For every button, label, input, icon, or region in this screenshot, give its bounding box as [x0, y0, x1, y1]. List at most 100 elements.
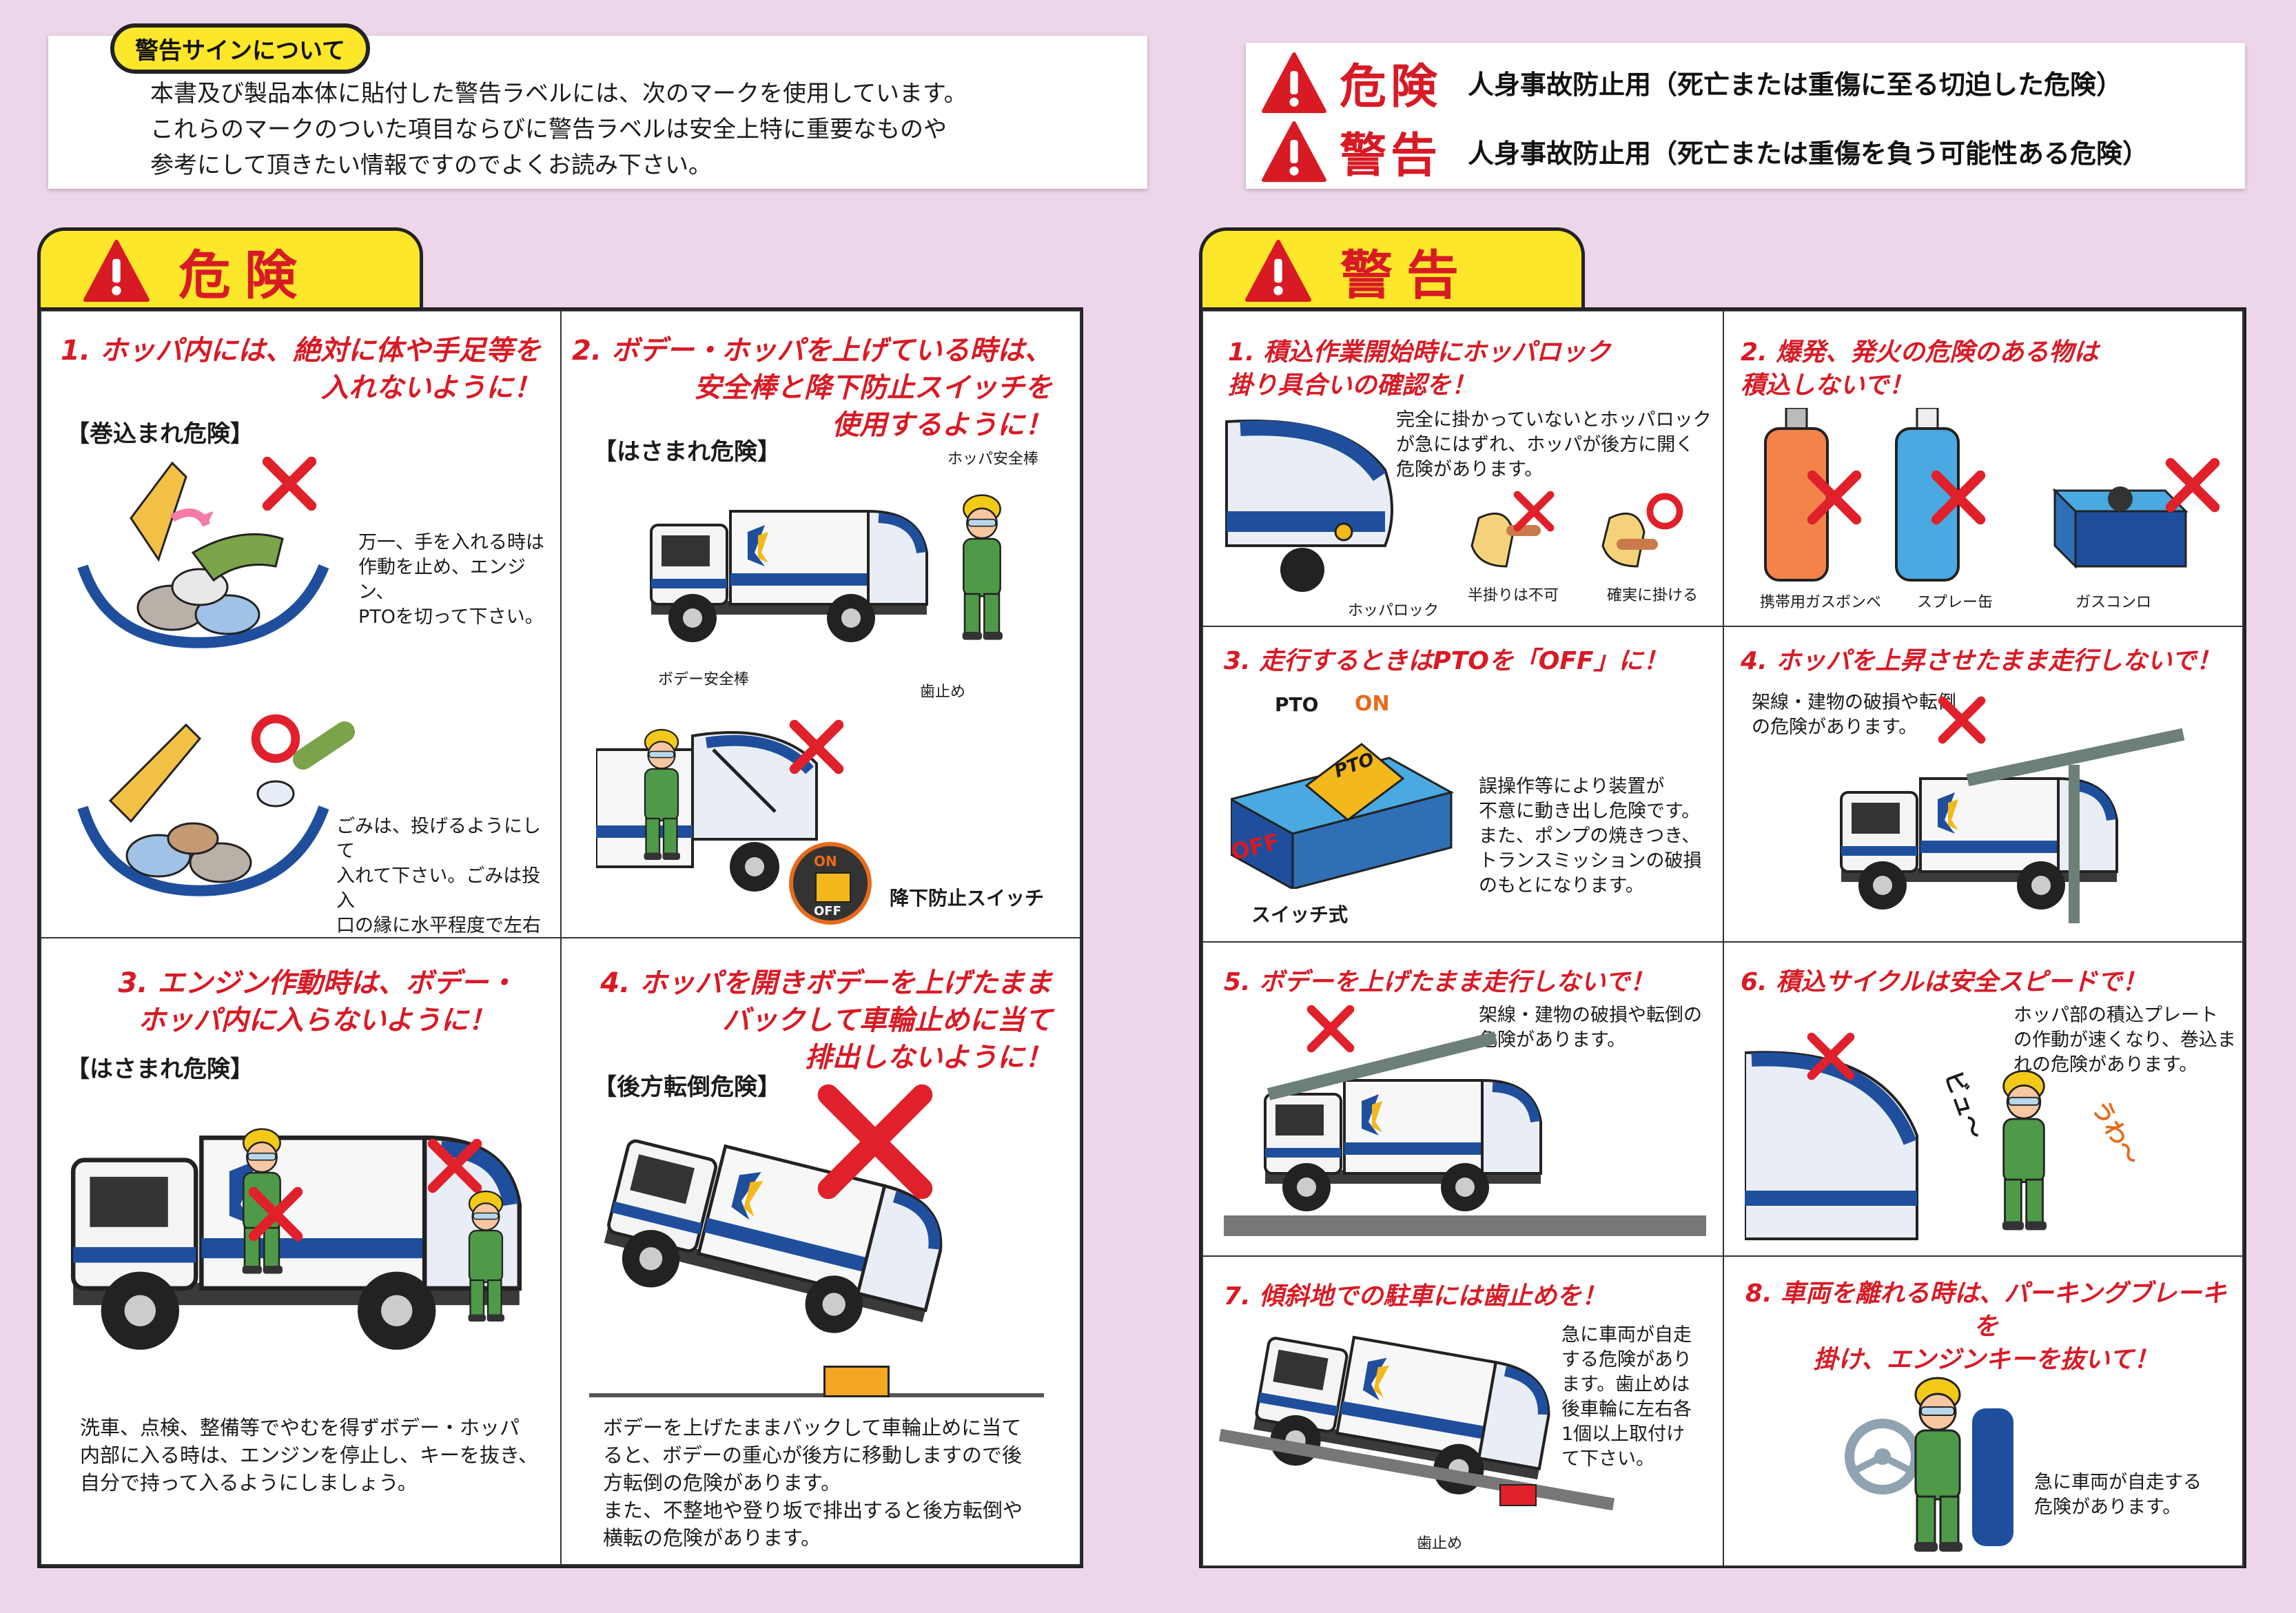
danger-item-4-text: ボデーを上げたままバックして車輪止めに当て ると、ボデーの重心が後方に移動します… — [603, 1416, 1023, 1550]
warning-item-2: 2. 爆発、発火の危険のある物は 積込しないで！ 携帯用ガスボンベ スプレー缶 … — [1723, 310, 2244, 627]
warning-item-3-text: 誤操作等により装置が 不意に動き出し危険です。 また、ポンプの焼きつき、 トラン… — [1479, 776, 1702, 896]
gas-stove-icon — [2052, 486, 2189, 569]
red-x-icon — [1938, 696, 1986, 744]
legend-warning-text: 人身事故防止用（死亡または重傷を負う可能性ある危険） — [1468, 138, 2149, 169]
warning-triangle-icon — [1261, 52, 1327, 114]
warning-item-4-text: 架線・建物の破損や転倒 の危険があります。 — [1752, 692, 1956, 738]
legend-panel — [1246, 43, 2245, 189]
red-x-icon — [1931, 470, 1986, 525]
danger-item-3-text: 洗車、点検、整備等でやむを得ずボデー・ホッパ 内部に入る時は、エンジンを停止し、… — [80, 1416, 538, 1494]
raised-body-truck-illustration — [644, 484, 934, 663]
wheel-stopper — [823, 1366, 890, 1397]
danger-item-1-text-1: 万一、手を入れる時は 作動を止め、エンジン、 PTOを切って下さい。 — [358, 532, 544, 628]
red-x-icon — [1306, 1005, 1355, 1053]
warning-triangle-icon — [82, 239, 151, 302]
label-body-safety-bar: ボデー安全棒 — [658, 671, 750, 688]
beam-post — [2069, 765, 2080, 923]
danger-item-1-subtitle: 【巻込まれ危険】 — [66, 420, 254, 448]
warning-item-1-text: 完全に掛かっていないとホッパロック が急にはずれ、ホッパが後方に開く 危険があり… — [1396, 409, 1712, 480]
red-x-icon — [248, 1186, 303, 1242]
legend-warning-word: 警告 — [1340, 129, 1442, 183]
worker-figure — [2001, 1069, 2048, 1231]
danger-item-4: 4. ホッパを開きボデーを上げたまま バックして車輪止めに当て 排出しないように… — [560, 937, 1081, 1565]
raised-hopper-truck-illustration — [1834, 765, 2124, 916]
warning-item-5: 5. ボデーを上げたまま走行しないで！ 架線・建物の破損や転倒の 危険があります… — [1202, 941, 1724, 1257]
legend-warning: 警告 人身事故防止用（死亡または重傷を負う可能性ある危険） — [1261, 117, 2149, 185]
danger-item-1: 1. ホッパ内には、絶対に体や手足等を 入れないように！ 【巻込まれ危険】 万一… — [40, 310, 562, 938]
red-x-icon — [1513, 491, 1555, 532]
danger-item-3-title: 3. エンジン作動時は、ボデー・ ホッパ内に入らないように！ — [118, 967, 516, 1036]
warning-triangle-icon — [1244, 239, 1313, 302]
warning-item-2-title: 2. 爆発、発火の危険のある物は 積込しないで！ — [1741, 338, 2099, 400]
hopper-lock-truck-illustration — [1225, 419, 1393, 592]
danger-item-2-subtitle: 【はさまれ危険】 — [593, 438, 781, 466]
danger-item-1-title: 1. ホッパ内には、絶対に体や手足等を 入れないように！ — [61, 335, 541, 404]
hopper-throw-illustration — [77, 721, 355, 896]
warning-item-5-text: 架線・建物の破損や転倒の 危険があります。 — [1479, 1005, 1702, 1051]
danger-item-2: 2. ボデー・ホッパを上げている時は、 安全棒と降下防止スイッチを 使用するよう… — [560, 310, 1081, 938]
label-full-lock: 確実に掛ける — [1607, 587, 1699, 604]
switch-off-label: OFF — [814, 904, 841, 918]
red-x-icon — [2165, 458, 2220, 513]
red-circle-icon — [1644, 491, 1685, 532]
intro-text: 本書及び製品本体に貼付した警告ラベルには、次のマークを使用しています。 これらの… — [150, 80, 967, 179]
red-x-icon — [427, 1138, 482, 1193]
warning-item-6-title: 6. 積込サイクルは安全スピードで！ — [1741, 968, 2147, 996]
red-x-icon — [789, 719, 844, 774]
warning-item-1-title: 1. 積込作業開始時にホッパロック 掛り具合いの確認を！ — [1228, 338, 1611, 400]
danger-tab-label: 危険 — [178, 244, 311, 306]
red-x-icon — [817, 1083, 934, 1200]
danger-item-4-title: 4. ホッパを開きボデーを上げたまま バックして車輪止めに当て 排出しないように… — [600, 967, 1052, 1073]
warning-item-5-title: 5. ボデーを上げたまま走行しないで！ — [1224, 968, 1655, 996]
warning-item-8-title: 8. 車両を離れる時は、パーキングブレーキを 掛け、エンジンキーを抜いて！ — [1745, 1280, 2227, 1374]
red-x-icon — [1807, 470, 1862, 525]
worker-figure — [961, 494, 1004, 641]
legend-danger: 危険 人身事故防止用（死亡または重傷に至る切迫した危険） — [1261, 48, 2122, 116]
warning-item-3-title: 3. 走行するときはPTOを「OFF」に！ — [1224, 647, 1668, 675]
warning-item-7: 7. 傾斜地での駐車には歯止めを！ 歯止め 急に車両が自走 する危険があり ます… — [1202, 1255, 1724, 1567]
danger-item-3-subtitle: 【はさまれ危険】 — [66, 1056, 254, 1083]
label-switch-type: スイッチ式 — [1251, 903, 1349, 926]
warning-item-7-title: 7. 傾斜地での駐車には歯止めを！ — [1224, 1282, 1607, 1311]
fast-hopper-illustration — [1745, 1051, 1918, 1240]
gas-canister-icon — [1764, 408, 1829, 582]
danger-item-3: 3. エンジン作動時は、ボデー・ ホッパ内に入らないように！ 【はさまれ危険】 … — [40, 937, 562, 1565]
red-circle-icon — [248, 711, 303, 766]
pto-on-label: ON — [1355, 692, 1390, 716]
danger-item-2-title: 2. ボデー・ホッパを上げている時は、 安全棒と降下防止スイッチを 使用するよう… — [572, 335, 1052, 441]
label-wheel-chock: 歯止め — [1417, 1535, 1463, 1552]
label-half-lock: 半掛りは不可 — [1468, 587, 1559, 604]
warning-item-8: 8. 車両を離れる時は、パーキングブレーキを 掛け、エンジンキーを抜いて！ 急に… — [1723, 1255, 2244, 1567]
legend-danger-text: 人身事故防止用（死亡または重傷に至る切迫した危険） — [1468, 69, 2123, 100]
ground-line — [1224, 1215, 1706, 1236]
ground-line — [589, 1393, 1044, 1397]
warning-item-8-text: 急に車両が自走する 危険があります。 — [2034, 1472, 2202, 1518]
sound-effect-2: うわ〜 — [2086, 1096, 2145, 1171]
label-pto: PTO — [1275, 693, 1319, 716]
warning-item-4: 4. ホッパを上昇させたまま走行しないで！ 架線・建物の破損や転倒 の危険があり… — [1723, 626, 2244, 943]
label-gas-canister: 携帯用ガスボンベ — [1760, 594, 1882, 611]
warning-sign-badge: 警告サインについて — [110, 23, 370, 74]
pto-switch-illustration — [1231, 743, 1455, 889]
warning-triangle-icon — [1261, 121, 1327, 183]
danger-section-tab: 危険 — [37, 227, 423, 310]
warning-section-tab: 警告 — [1199, 227, 1585, 310]
label-hopper-lock: ホッパロック — [1348, 602, 1439, 619]
descent-switch-icon: ON OFF — [789, 842, 872, 925]
label-spray-can: スプレー缶 — [1917, 594, 1993, 611]
warning-item-6-text: ホッパ部の積込プレート の作動が速くなり、巻込ま れの危険があります。 — [2013, 1005, 2236, 1076]
label-hopper-safety-bar: ホッパ安全棒 — [947, 451, 1039, 468]
full-lock-hook-icon — [1601, 512, 1658, 568]
switch-on-label: ON — [814, 853, 837, 870]
red-x-icon — [262, 456, 317, 511]
legend-danger-word: 危険 — [1340, 60, 1442, 114]
warning-item-4-title: 4. ホッパを上昇させたまま走行しないで！ — [1741, 647, 2222, 675]
warning-item-1: 1. 積込作業開始時にホッパロック 掛り具合いの確認を！ ホッパロック 完全に掛… — [1202, 310, 1724, 627]
worker-figure — [467, 1190, 506, 1323]
seat — [1972, 1408, 2013, 1546]
label-descent-switch: 降下防止スイッチ — [890, 887, 1045, 910]
worker-figure — [643, 728, 681, 861]
danger-item-1-text-2: ごみは、投げるようにして 入れて下さい。ごみは投入 口の縁に水平程度で左右 平均… — [336, 816, 541, 936]
warning-item-3: 3. 走行するときはPTOを「OFF」に！ PTO PTO ON OFF スイッ… — [1202, 626, 1724, 943]
worker-figure — [1913, 1377, 1964, 1553]
